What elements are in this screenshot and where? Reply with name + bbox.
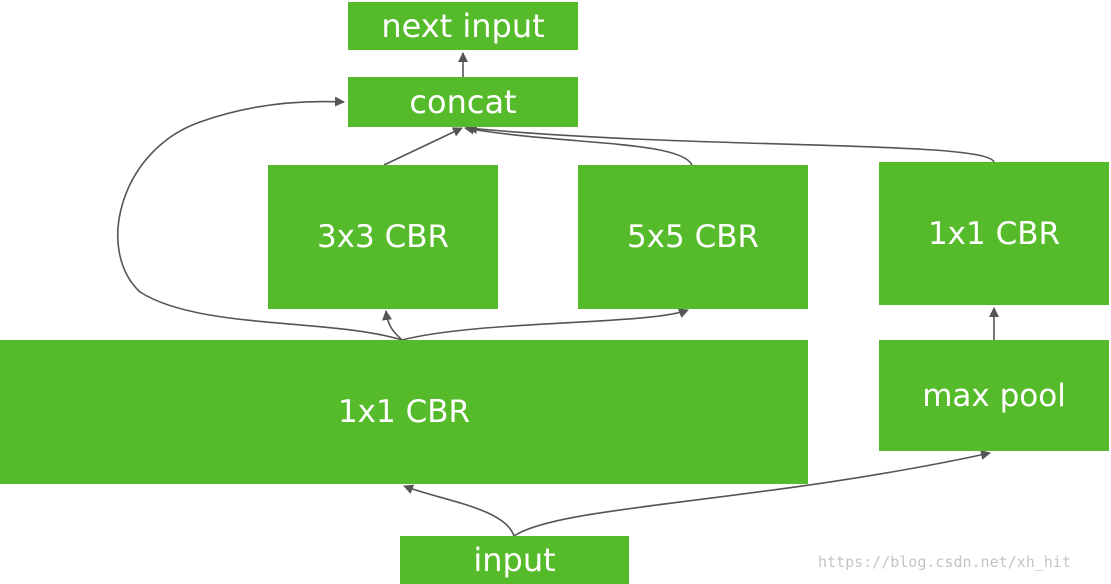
concat-block: concat (348, 77, 578, 127)
arrow-1x1-to-5x5 (401, 308, 689, 341)
watermark-text: https://blog.csdn.net/xh_hit (818, 553, 1071, 571)
conv-5x5-label: 5x5 CBR (626, 219, 760, 255)
conv-5x5-block: 5x5 CBR (578, 165, 808, 309)
conv-1x1-shared-block: 1x1 CBR (0, 340, 808, 484)
conv-3x3-label: 3x3 CBR (316, 219, 450, 255)
conv-3x3-block: 3x3 CBR (268, 165, 498, 309)
conv-1x1-pool-branch-label: 1x1 CBR (927, 215, 1061, 252)
arrow-3x3-to-concat (383, 127, 463, 166)
next-input-block: next input (348, 2, 578, 50)
conv-1x1-pool-branch-block: 1x1 CBR (879, 162, 1109, 305)
max-pool-label: max pool (922, 377, 1066, 414)
conv-1x1-shared-label: 1x1 CBR (337, 394, 471, 430)
arrow-5x5-to-concat (464, 124, 693, 166)
input-label: input (473, 541, 556, 579)
arrow-input-to-1x1 (403, 484, 515, 537)
arrow-1x1r-to-concat (467, 123, 995, 163)
max-pool-block: max pool (879, 340, 1109, 451)
next-input-label: next input (381, 7, 545, 45)
input-block: input (400, 536, 629, 584)
arrow-1x1-to-3x3 (382, 310, 403, 341)
concat-label: concat (409, 83, 517, 121)
